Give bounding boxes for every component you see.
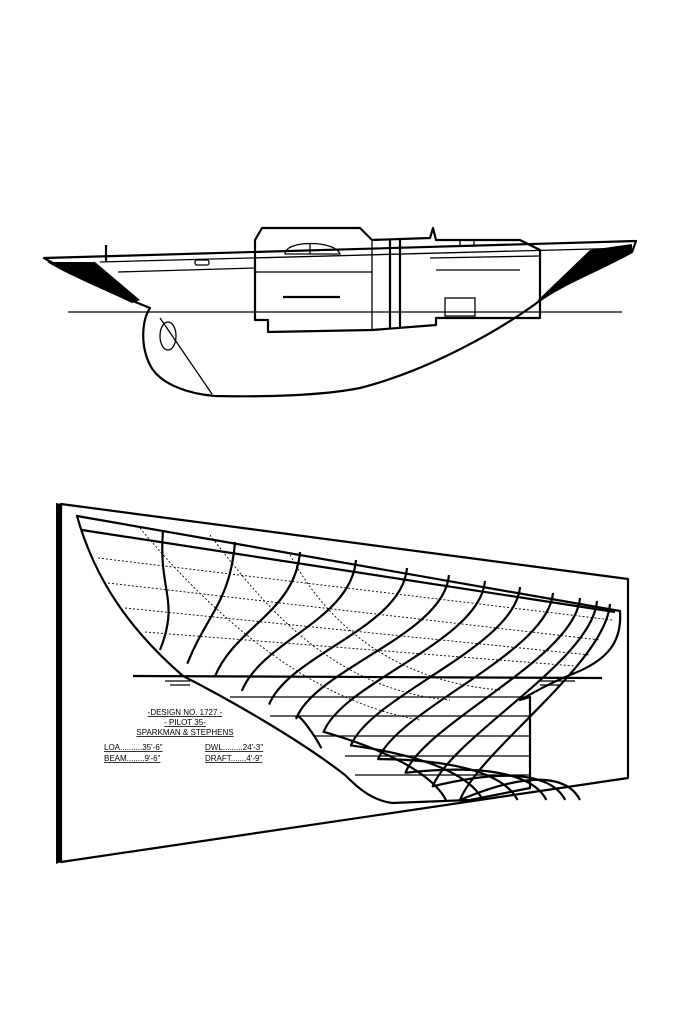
station-line	[377, 592, 555, 801]
hull-half-model	[75, 514, 622, 805]
profile-view	[42, 226, 638, 398]
loa-spec: LOA..........35'-6"	[104, 743, 163, 752]
station-line	[240, 559, 358, 692]
designer: SPARKMAN & STEPHENS	[136, 728, 233, 737]
station-line	[322, 580, 487, 801]
plaque-board	[59, 502, 630, 864]
model-waterline	[132, 674, 603, 680]
cabin-ports	[284, 242, 341, 255]
beam-spec: BEAM........9'-6"	[104, 754, 161, 763]
station-line	[431, 600, 599, 801]
station-line	[458, 603, 612, 802]
hull-outline	[42, 239, 638, 398]
hatch	[459, 239, 475, 247]
half-model-plaque	[56, 502, 630, 864]
vent	[194, 259, 210, 266]
station-lines	[158, 530, 612, 802]
boat-name: - PILOT 35-	[164, 718, 206, 727]
cabin-house	[253, 226, 542, 334]
rudder-line	[159, 317, 213, 395]
propeller-aperture	[159, 321, 177, 351]
design-number: -DESIGN NO. 1727 -	[148, 708, 223, 717]
station-line	[349, 586, 522, 801]
stern-boot-stripe	[47, 262, 140, 303]
sheer-line	[99, 247, 631, 263]
dwl-spec: DWL.........24'-3"	[205, 743, 263, 752]
station-line	[158, 530, 170, 651]
sheer-strake	[81, 528, 616, 614]
station-line	[295, 574, 451, 749]
title-block: -DESIGN NO. 1727 - - PILOT 35- SPARKMAN …	[104, 708, 263, 763]
draft-spec: DRAFT.......4'-9"	[205, 754, 262, 763]
plaque-edge	[56, 503, 61, 864]
locker	[444, 297, 476, 317]
deck-line-2	[429, 255, 541, 259]
station-line	[213, 551, 302, 678]
bow-boot-stripe	[538, 244, 632, 302]
station-line	[268, 567, 409, 705]
station-line	[404, 597, 582, 801]
deck-line	[117, 267, 256, 273]
station-line	[186, 541, 237, 665]
